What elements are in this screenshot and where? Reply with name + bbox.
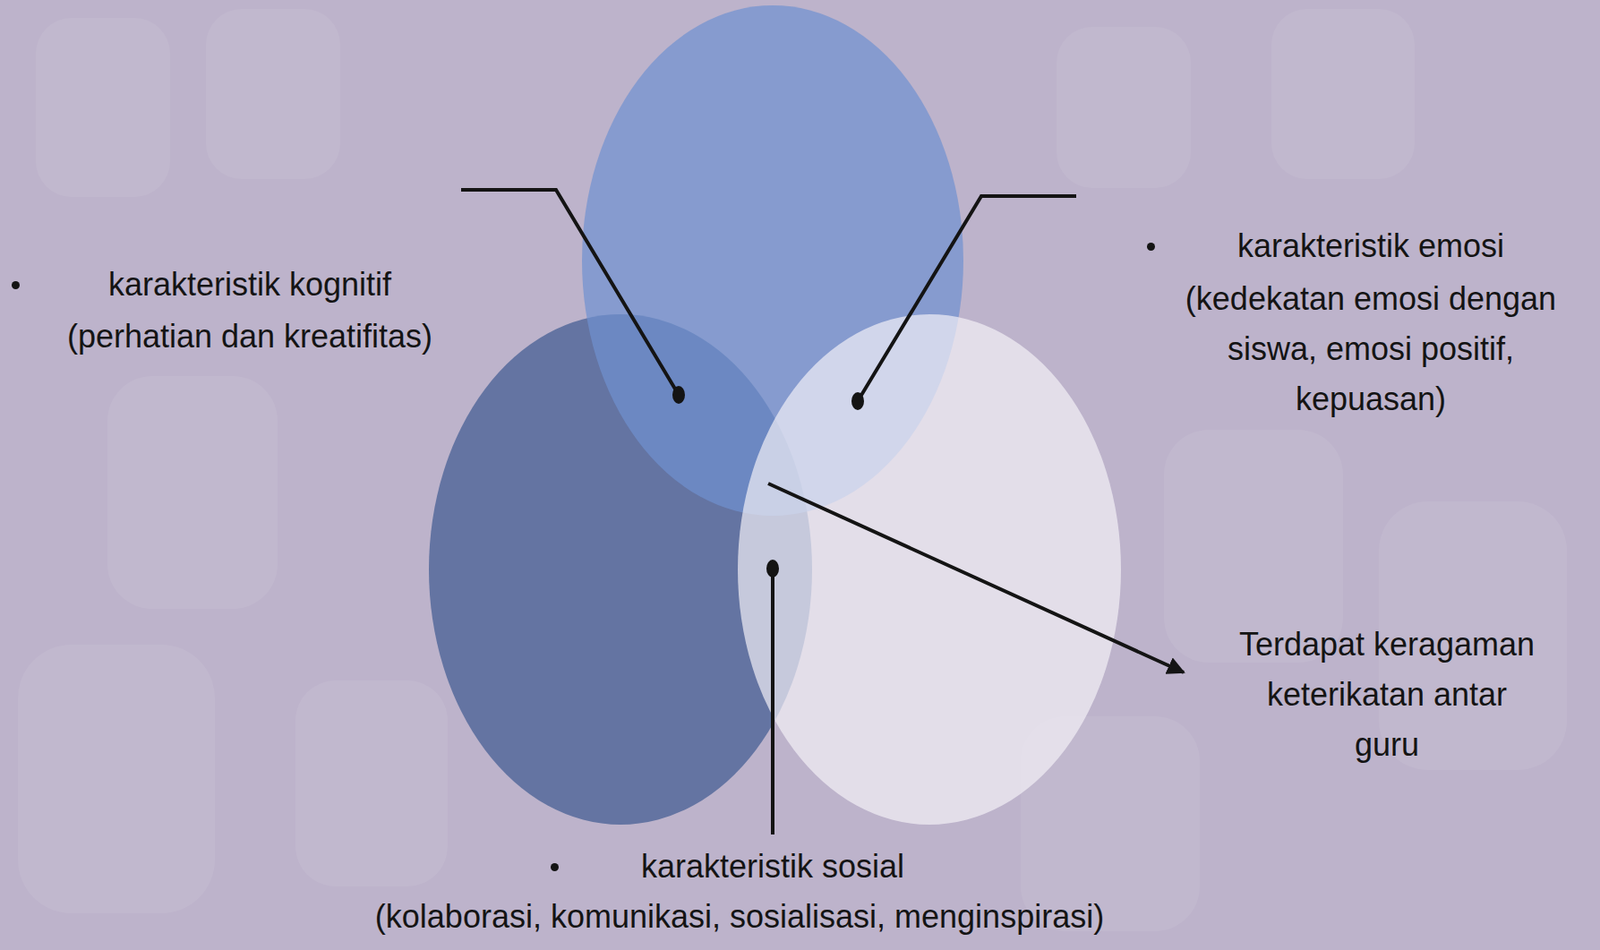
bullet-dot <box>550 863 559 872</box>
leader-dot <box>766 559 779 578</box>
cognitive-heading: karakteristik kognitif <box>17 259 483 310</box>
cognitive-detail: (perhatian dan kreatifitas) <box>8 311 492 362</box>
leader-line <box>857 196 1077 402</box>
social-ellipse <box>737 314 1121 825</box>
leader-line <box>770 568 775 835</box>
leader-line <box>461 189 679 395</box>
leader-dot <box>851 392 865 411</box>
bullet-dot <box>11 281 20 290</box>
social-heading: karakteristik sosial <box>504 841 1042 892</box>
leader-dot <box>672 385 685 404</box>
social-detail: (kolaborasi, komunikasi, sosialisasi, me… <box>291 891 1188 942</box>
emotion-heading: karakteristik emosi <box>1155 221 1586 272</box>
arrow-line <box>768 483 1184 673</box>
bullet-dot <box>1146 242 1156 251</box>
emotion-detail: (kedekatan emosi dengan siswa, emosi pos… <box>1155 273 1586 425</box>
note-text: Terdapat keragaman keterikatan antar gur… <box>1232 619 1542 771</box>
